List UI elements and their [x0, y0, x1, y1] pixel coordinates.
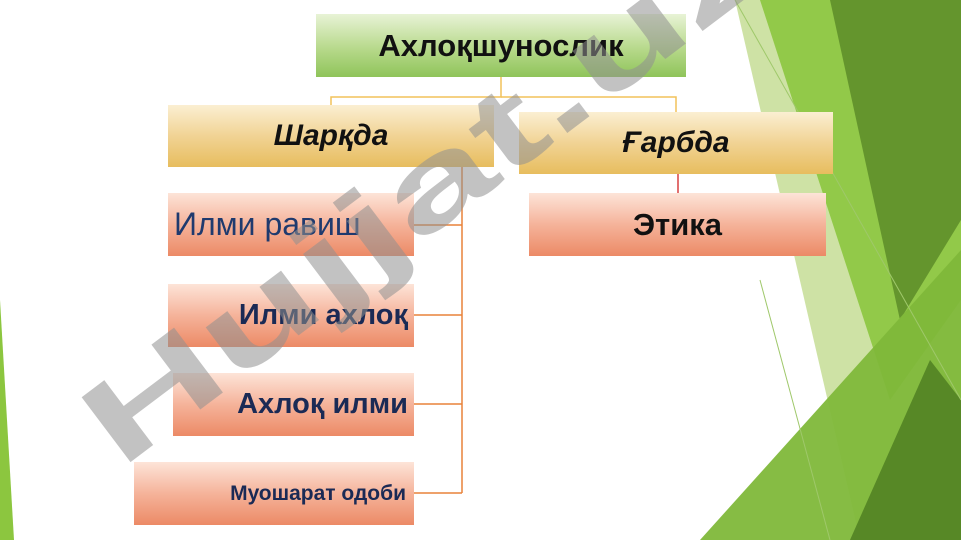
right-green-triangle-dark — [830, 0, 961, 320]
branch-node-east: Шарқда — [168, 105, 494, 167]
connector-root-to-branches — [330, 77, 502, 105]
left-green-strip — [0, 300, 14, 540]
thin-line-2 — [759, 279, 831, 540]
leaf-node-label: Ахлоқ илми — [237, 388, 408, 420]
branch-node-west-label: Ғарбда — [622, 126, 730, 159]
leaf-node-muosharat-odobi: Муошарат одоби — [134, 462, 414, 525]
leaf-node-label: Илми равиш — [174, 206, 361, 242]
leaf-node-ilmi-akhloq: Илми ахлоқ — [168, 284, 414, 347]
root-node: Ахлоқшунослик — [316, 14, 686, 77]
right-green-triangle-bottom-dark — [850, 360, 961, 540]
leaf-node-label: Этика — [632, 206, 723, 242]
leaf-node-etika: Этика — [529, 193, 826, 256]
connector-root-to-west — [501, 96, 677, 112]
branch-node-east-label: Шарқда — [273, 119, 389, 152]
thin-line-1 — [734, 0, 961, 401]
leaf-node-akhloq-ilmi: Ахлоқ илми — [173, 373, 414, 436]
leaf-node-label: Муошарат одоби — [230, 481, 406, 505]
branch-node-west: Ғарбда — [519, 112, 833, 174]
root-node-label: Ахлоқшунослик — [378, 27, 624, 63]
leaf-node-ilmi-ravish: Илми равиш — [168, 193, 414, 256]
leaf-node-label: Илми ахлоқ — [238, 299, 408, 331]
